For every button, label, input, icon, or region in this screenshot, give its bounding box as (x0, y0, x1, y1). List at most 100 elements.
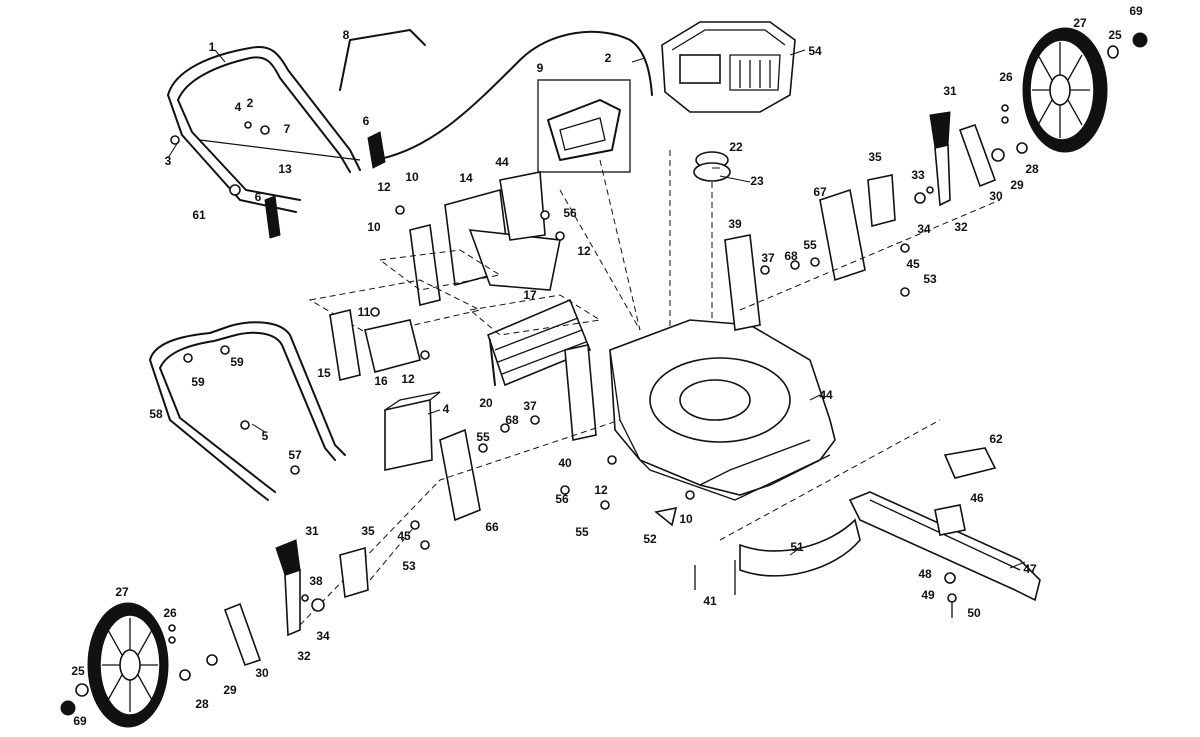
callout-4: 4 (235, 100, 242, 114)
mulch-plug-62 (943, 447, 997, 479)
blade-47 (848, 491, 1041, 602)
callout-66: 66 (485, 520, 499, 534)
axle-bracket-66 (439, 428, 481, 522)
chute-4 (384, 399, 433, 471)
callout-39: 39 (728, 217, 742, 231)
hardware (168, 104, 1028, 681)
callout-68: 68 (505, 413, 519, 427)
callout-13: 13 (278, 162, 292, 176)
callout-49: 49 (921, 588, 935, 602)
callout-6: 6 (363, 114, 370, 128)
lever-handle-31-left (275, 539, 301, 576)
callout-7: 7 (284, 122, 291, 136)
callout-52: 52 (643, 532, 657, 546)
callout-31: 31 (943, 84, 957, 98)
callout-59: 59 (191, 375, 205, 389)
height-plate-40 (564, 344, 597, 441)
callout-45: 45 (397, 529, 411, 543)
callout-23: 23 (750, 174, 764, 188)
callout-30: 30 (989, 189, 1003, 203)
wheel-left (87, 602, 169, 728)
callout-44: 44 (819, 388, 833, 402)
callout-5: 5 (262, 429, 269, 443)
mower-deck (609, 319, 836, 501)
callout-8: 8 (343, 28, 350, 42)
callout-32: 32 (954, 220, 968, 234)
callout-62: 62 (989, 432, 1003, 446)
callout-4: 4 (443, 402, 450, 416)
callout-27: 27 (115, 585, 129, 599)
height-plate-39 (724, 234, 761, 331)
height-plate-15 (329, 309, 361, 381)
callout-38: 38 (309, 574, 323, 588)
callout-29: 29 (223, 683, 237, 697)
lower-handle (149, 321, 346, 501)
callout-10: 10 (679, 512, 693, 526)
pivot-arm-10 (409, 224, 441, 306)
callout-9: 9 (537, 61, 544, 75)
callout-6: 6 (255, 190, 262, 204)
callout-67: 67 (813, 185, 827, 199)
lever-plate-36-right (867, 174, 896, 228)
callout-2: 2 (247, 96, 254, 110)
callout-2: 2 (605, 51, 612, 65)
callout-26: 26 (163, 606, 177, 620)
callout-29: 29 (1010, 178, 1024, 192)
hub-cap-69-bottom (60, 700, 76, 716)
callout-50: 50 (967, 606, 981, 620)
callout-30: 30 (255, 666, 269, 680)
callout-58: 58 (149, 407, 163, 421)
throttle-cable (374, 30, 653, 161)
callout-12: 12 (401, 372, 415, 386)
upper-handle (167, 46, 361, 213)
callout-31: 31 (305, 524, 319, 538)
callout-35: 35 (361, 524, 375, 538)
blade-adapter-46 (934, 504, 966, 536)
callout-44: 44 (495, 155, 509, 169)
baffle-51 (739, 518, 861, 577)
callout-28: 28 (1025, 162, 1039, 176)
control-rod (339, 29, 426, 91)
callout-56: 56 (563, 206, 577, 220)
lever-handle-31-right (929, 111, 951, 149)
callout-55: 55 (803, 238, 817, 252)
callout-17: 17 (523, 288, 537, 302)
callout-12: 12 (594, 483, 608, 497)
callout-55: 55 (575, 525, 589, 539)
callout-53: 53 (402, 559, 416, 573)
callout-61: 61 (192, 208, 206, 222)
callout-45: 45 (906, 257, 920, 271)
callout-27: 27 (1073, 16, 1087, 30)
axle-bracket-67 (819, 188, 866, 282)
callout-51: 51 (790, 540, 804, 554)
callout-15: 15 (317, 366, 331, 380)
callout-48: 48 (918, 567, 932, 581)
callout-59: 59 (230, 355, 244, 369)
callout-37: 37 (761, 251, 775, 265)
callout-10: 10 (367, 220, 381, 234)
bracket-44-upper (499, 171, 546, 241)
callout-1: 1 (209, 40, 216, 54)
callout-28: 28 (195, 697, 209, 711)
callout-14: 14 (459, 171, 473, 185)
axle-arm-30-right (958, 123, 997, 188)
callout-46: 46 (970, 491, 984, 505)
callout-3: 3 (165, 154, 172, 168)
callout-54: 54 (808, 44, 822, 58)
callout-33: 33 (911, 168, 925, 182)
height-bracket-16 (364, 319, 421, 373)
callout-labels: 1 2 2 3 4 4 5 6 6 7 8 9 10 10 10 11 12 1… (71, 4, 1143, 728)
callout-16: 16 (374, 374, 388, 388)
callout-35: 35 (868, 150, 882, 164)
callout-11: 11 (358, 305, 371, 319)
callout-34: 34 (316, 629, 330, 643)
hub-cap-69-top (1132, 32, 1148, 48)
callout-32: 32 (297, 649, 311, 663)
bracket-box-9 (537, 79, 631, 173)
callout-40: 40 (558, 456, 572, 470)
leader-lines (167, 49, 1026, 569)
wheel-right (1022, 27, 1108, 153)
callout-12: 12 (377, 180, 391, 194)
